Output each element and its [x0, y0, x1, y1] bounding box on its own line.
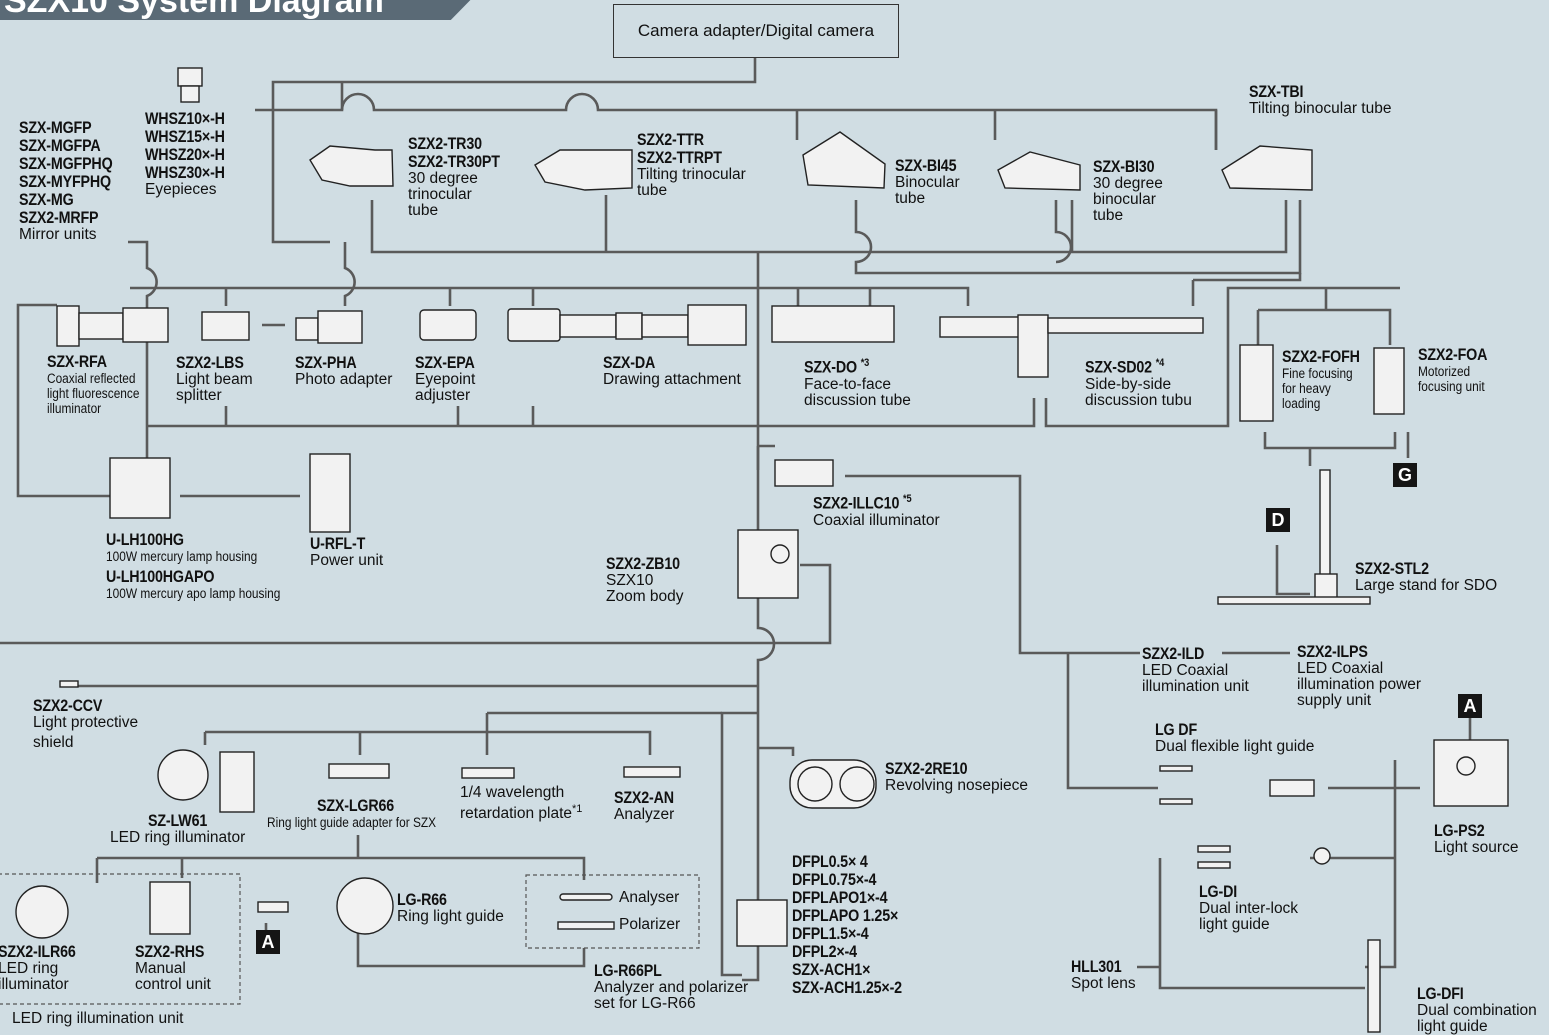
stl2-label: SZX2-STL2 Large stand for SDO	[1355, 559, 1498, 594]
mirror-units-label: SZX-MGFP SZX-MGFPA SZX-MGFPHQ SZX-MYFPHQ…	[19, 118, 113, 243]
an-label: SZX2-AN Analyzer	[614, 788, 675, 823]
ilr66-label: SZX2-ILR66 LED ring illuminator	[0, 942, 76, 993]
fofh-label: SZX2-FOFH Fine focusing for heavy loadin…	[1282, 347, 1360, 412]
da-label: SZX-DA Drawing attachment	[603, 353, 741, 388]
do-label: SZX-DO *3 Face-to-face discussion tube	[804, 357, 911, 409]
polarizer-label: Polarizer	[619, 916, 681, 933]
sd02-label: SZX-SD02 *4 Side-by-side discussion tubu	[1085, 357, 1192, 409]
lbs-label: SZX2-LBS Light beam splitter	[176, 353, 253, 404]
lw61-label: SZ-LW61 LED ring illuminator	[110, 811, 246, 846]
lgdf-label: LG DF Dual flexible light guide	[1155, 720, 1315, 755]
zb10-label: SZX2-ZB10 SZX10 Zoom body	[606, 554, 684, 605]
bi45-label: SZX-BI45 Binocular tube	[895, 156, 960, 207]
eyepieces-label: WHSZ10×-H WHSZ15×-H WHSZ20×-H WHSZ30×-H …	[145, 109, 225, 198]
page-title: SZX10 System Diagram	[0, 0, 490, 20]
lgr66-label: SZX-LGR66 Ring light guide adapter for S…	[267, 796, 437, 831]
rfa-label: SZX-RFA Coaxial reflected light fluoresc…	[47, 352, 140, 417]
tag-a-right: A	[1458, 694, 1482, 718]
rhs-label: SZX2-RHS Manual control unit	[135, 942, 211, 993]
epa-label: SZX-EPA Eyepoint adjuster	[415, 353, 476, 404]
analyser-label: Analyser	[619, 889, 680, 906]
lgdi-label: LG-DI Dual inter-lock light guide	[1199, 882, 1299, 933]
camera-adapter-box: Camera adapter/Digital camera	[613, 4, 899, 58]
lgps2-label: LG-PS2 Light source	[1434, 821, 1519, 856]
illc10-label: SZX2-ILLC10 *5 Coaxial illuminator	[813, 493, 940, 529]
rfl-label: U-RFL-T Power unit	[310, 534, 384, 569]
qwave-label: 1/4 wavelength retardation plate*1	[460, 784, 583, 823]
tag-a-left: A	[256, 930, 280, 954]
tag-d: D	[1266, 508, 1290, 532]
tr30-label: SZX2-TR30 SZX2-TR30PT 30 degree trinocul…	[408, 134, 500, 219]
objectives-label: DFPL0.5× 4 DFPL0.75×-4 DFPLAPO1×-4 DFPLA…	[792, 852, 902, 997]
hll301-label: HLL301 Spot lens	[1071, 957, 1136, 992]
lh100-label: U-LH100HG 100W mercury lamp housing U-LH…	[106, 530, 281, 602]
led-unit-label: LED ring illumination unit	[12, 1010, 184, 1027]
pha-label: SZX-PHA Photo adapter	[295, 353, 393, 388]
tag-g: G	[1393, 463, 1417, 487]
re10-label: SZX2-2RE10 Revolving nosepiece	[885, 759, 1029, 794]
tbi-label: SZX-TBI Tilting binocular tube	[1249, 82, 1392, 117]
ilps-label: SZX2-ILPS LED Coaxial illumination power…	[1297, 642, 1422, 709]
ttr-label: SZX2-TTR SZX2-TTRPT Tilting trinocular t…	[637, 130, 746, 199]
lgr66r-label: LG-R66 Ring light guide	[397, 890, 504, 925]
lgdfi-label: LG-DFI Dual combination light guide	[1417, 984, 1537, 1035]
foa-label: SZX2-FOA Motorized focusing unit	[1418, 345, 1488, 395]
bi30-label: SZX-BI30 30 degree binocular tube	[1093, 157, 1163, 224]
ccv-label: SZX2-CCV Light protective shield	[33, 696, 139, 751]
ild-label: SZX2-ILD LED Coaxial illumination unit	[1142, 644, 1249, 695]
r66pl-label: LG-R66PL Analyzer and polarizer set for …	[594, 961, 749, 1012]
